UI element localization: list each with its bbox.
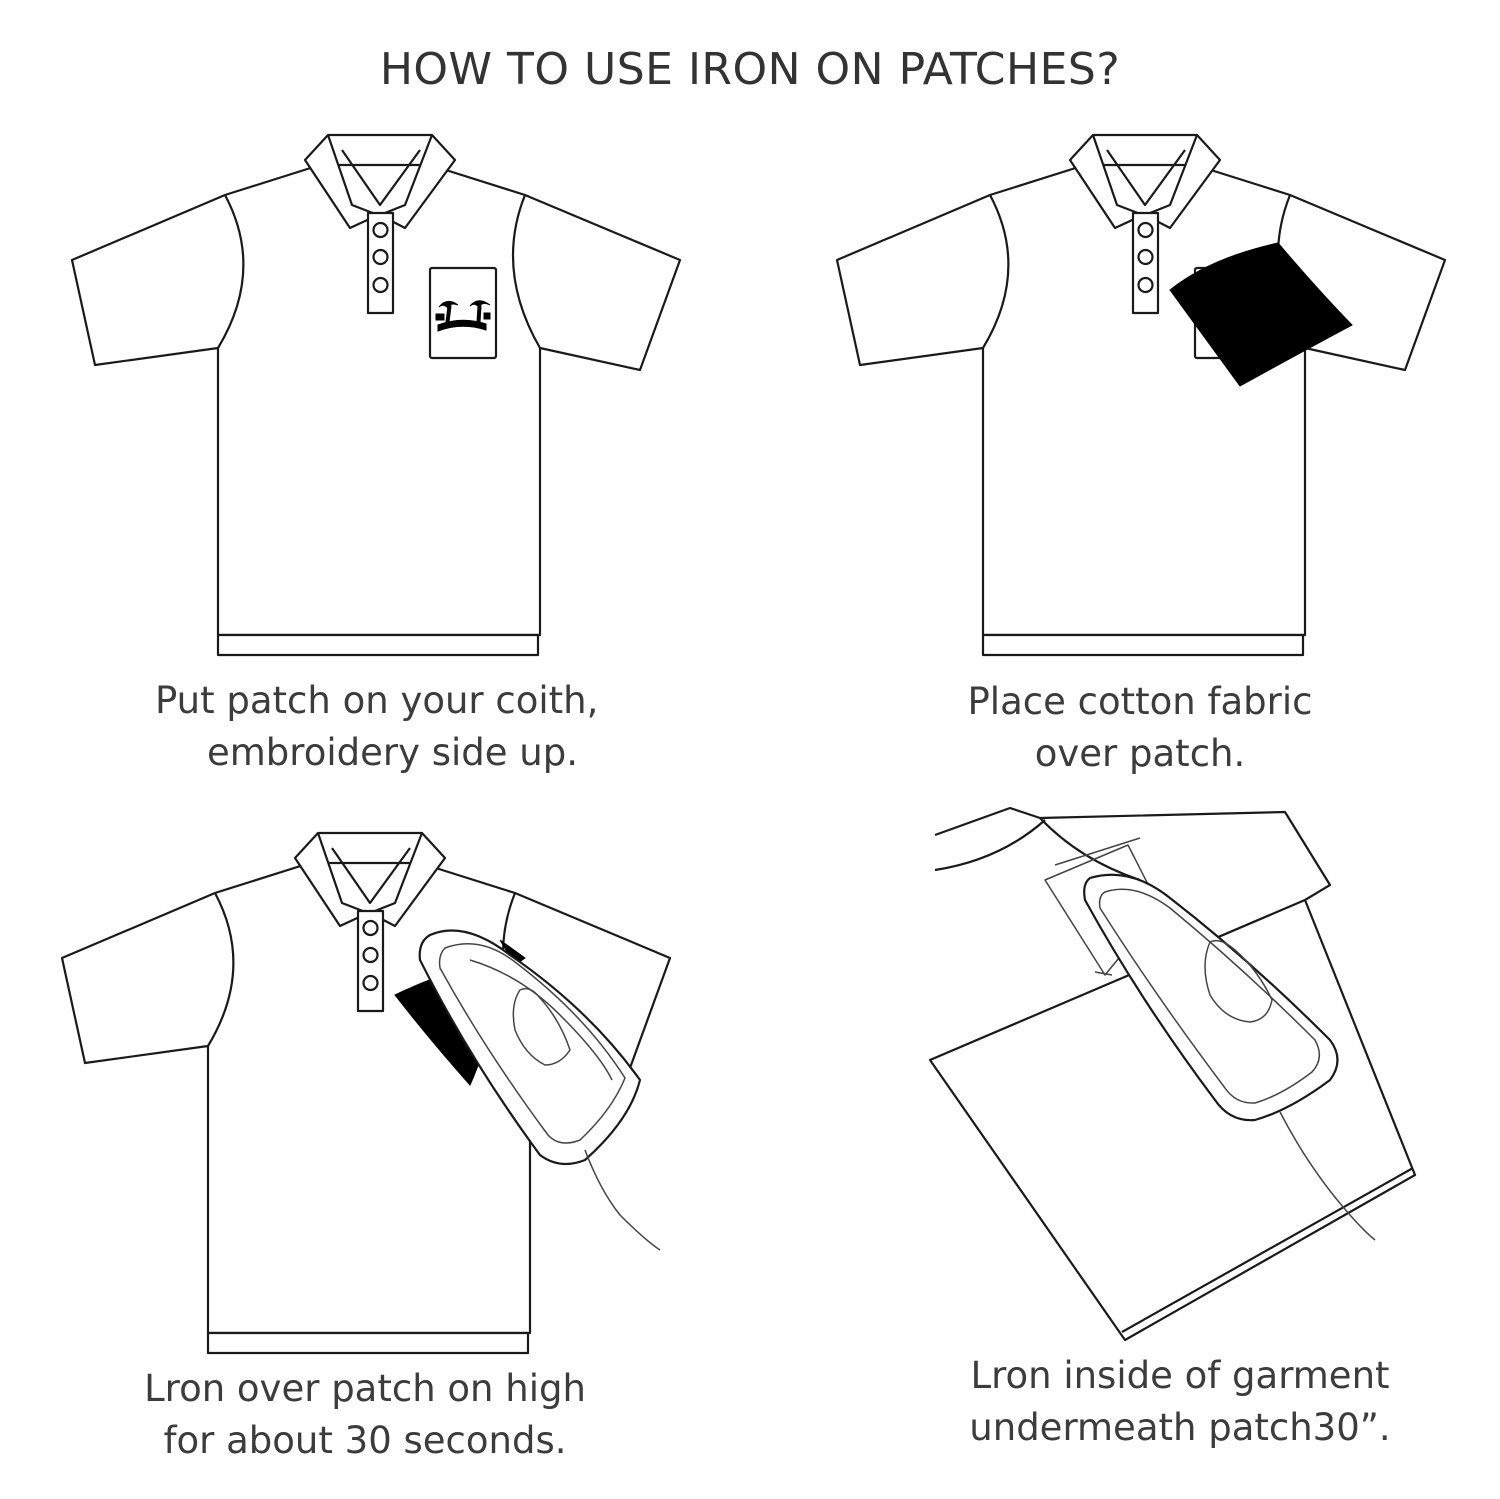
step4-caption: Lron inside of garment undermeath patch3… bbox=[969, 1354, 1391, 1449]
palm-patch-icon bbox=[435, 300, 491, 332]
iron-icon-step4 bbox=[1083, 873, 1376, 1241]
step3-caption: Lron over patch on high for about 30 sec… bbox=[144, 1367, 586, 1462]
step2-shirt-icon bbox=[835, 133, 1447, 657]
step2-caption: Place cotton fabric over patch. bbox=[967, 680, 1313, 775]
step1-shirt-icon bbox=[70, 133, 682, 657]
step4-garment-icon bbox=[928, 806, 1417, 1342]
step1-caption: Put patch on your coith, embroidery side… bbox=[155, 679, 599, 774]
cotton-fabric-icon bbox=[1169, 242, 1353, 387]
step3-shirt-icon bbox=[60, 831, 672, 1355]
page-title: HOW TO USE IRON ON PATCHES? bbox=[379, 44, 1121, 95]
